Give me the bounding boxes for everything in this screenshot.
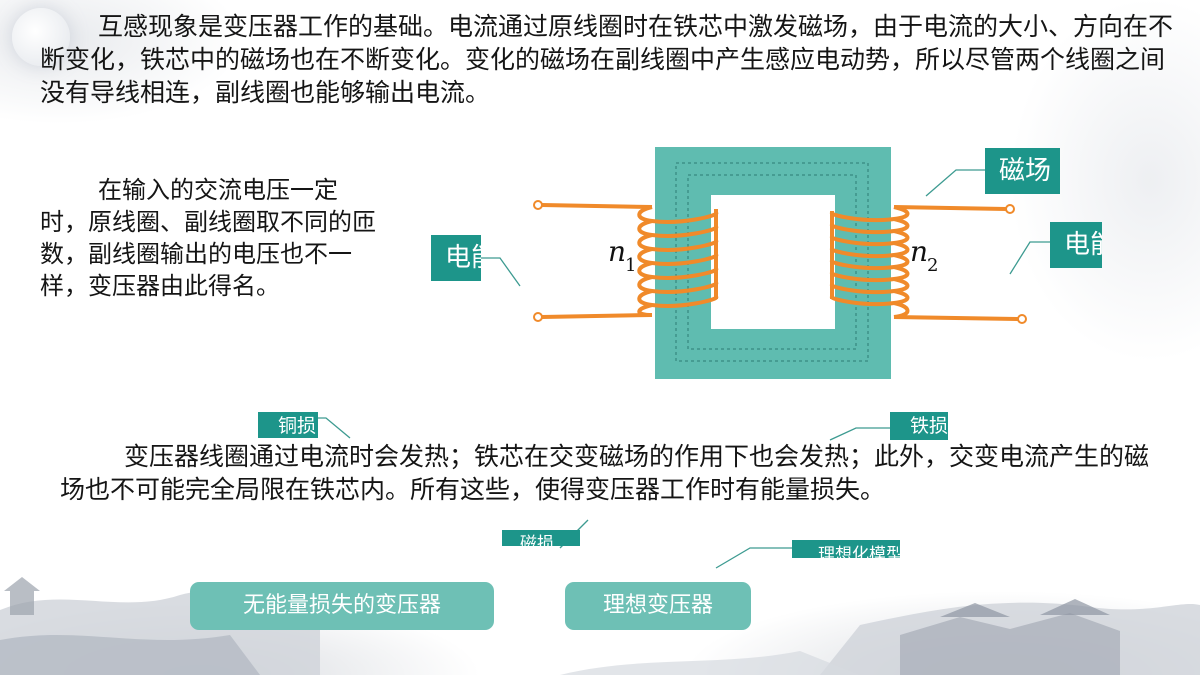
n2-subscript: 2 bbox=[927, 255, 938, 276]
power-right-label: 电能 bbox=[1050, 222, 1102, 268]
transformer-diagram: n 1 n 2 bbox=[533, 147, 1027, 379]
copper-loss-label: 铜损 bbox=[258, 412, 318, 438]
core-window bbox=[711, 195, 835, 329]
magnetic-loss-label-text: 磁损 bbox=[520, 534, 554, 546]
magnetic-field-label-text: 磁场 bbox=[999, 156, 1052, 186]
magnetic-field-label: 磁场 bbox=[985, 148, 1060, 194]
secondary-terminals bbox=[1005, 204, 1027, 324]
energy-loss-paragraph: 变压器线圈通过电流时会发热；铁芯在交变磁场的作用下也会发热；此外，交变电流产生的… bbox=[60, 442, 1150, 504]
n1-symbol: n bbox=[608, 235, 626, 268]
power-left-label: 电能 bbox=[431, 235, 481, 281]
lossless-transformer-button[interactable]: 无能量损失的变压器 bbox=[190, 582, 494, 630]
secondary-coil bbox=[829, 205, 1019, 321]
idealized-model-label-text: 理想化模型 bbox=[818, 545, 900, 558]
n2-symbol: n bbox=[910, 235, 928, 268]
primary-terminals bbox=[533, 200, 543, 322]
ideal-transformer-button[interactable]: 理想变压器 bbox=[565, 582, 751, 630]
iron-loss-label-text: 铁损 bbox=[910, 415, 948, 437]
power-left-label-text: 电能 bbox=[445, 243, 481, 273]
moon-decoration bbox=[12, 8, 70, 66]
turns-explanation-paragraph: 在输入的交流电压一定时，原线圈、副线圈取不同的匝数，副线圈输出的电压也不一样，变… bbox=[40, 176, 376, 300]
primary-coil bbox=[541, 203, 719, 319]
power-right-label-text: 电能 bbox=[1064, 230, 1102, 260]
n1-subscript: 1 bbox=[625, 255, 636, 276]
intro-paragraph: 互感现象是变压器工作的基础。电流通过原线圈时在铁芯中激发磁场，由于电流的大小、方… bbox=[40, 12, 1174, 107]
copper-loss-label-text: 铜损 bbox=[278, 415, 317, 437]
idealized-model-label: 理想化模型 bbox=[792, 540, 900, 558]
iron-loss-label: 铁损 bbox=[890, 412, 948, 440]
landscape-decoration bbox=[0, 577, 1200, 675]
magnetic-loss-label: 磁损 bbox=[502, 530, 580, 546]
